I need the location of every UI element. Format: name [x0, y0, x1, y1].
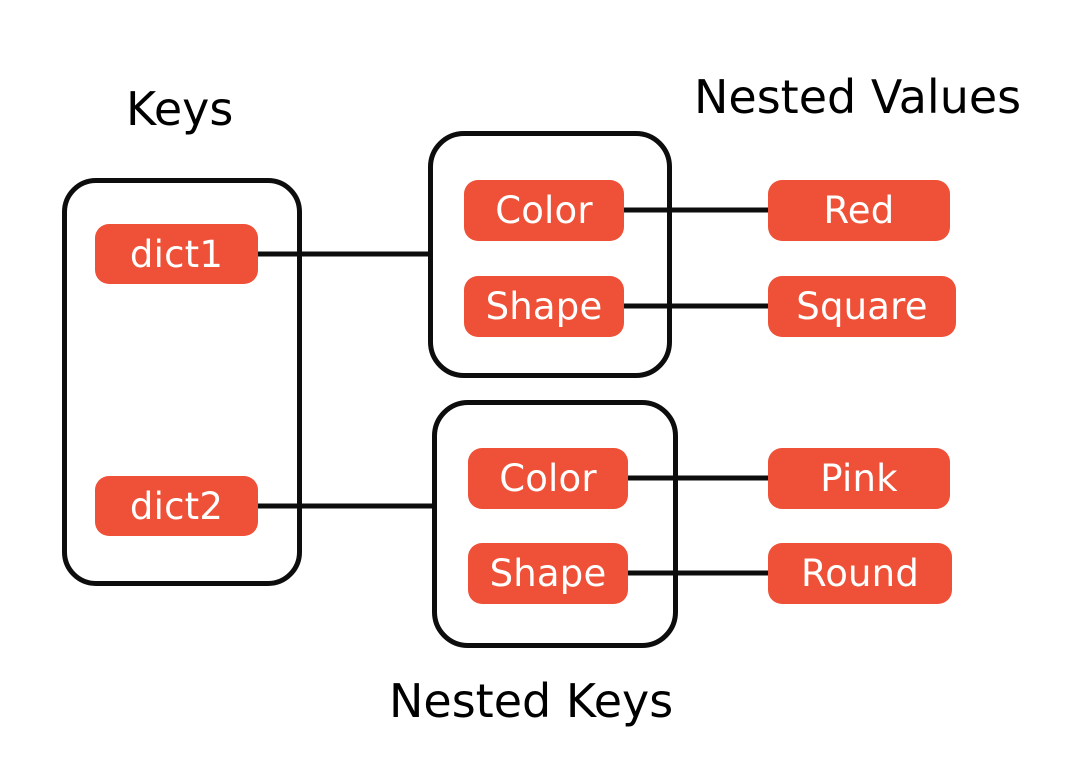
nested-keys-title: Nested Keys — [389, 674, 674, 728]
pill-nested-value-pink[interactable]: Pink — [768, 448, 950, 509]
keys-title: Keys — [126, 82, 234, 136]
nested-keys-container-dict1 — [428, 131, 672, 378]
pill-nested-value-red[interactable]: Red — [768, 180, 950, 241]
pill-key-dict2[interactable]: dict2 — [95, 476, 258, 536]
pill-nested-key-shape-dict1[interactable]: Shape — [464, 276, 624, 337]
keys-container — [62, 178, 302, 586]
pill-nested-value-round[interactable]: Round — [768, 543, 952, 604]
nested-values-title: Nested Values — [694, 70, 1022, 124]
pill-nested-key-color-dict2[interactable]: Color — [468, 448, 628, 509]
pill-key-dict1[interactable]: dict1 — [95, 224, 258, 284]
nested-keys-container-dict2 — [432, 400, 678, 648]
pill-nested-value-square[interactable]: Square — [768, 276, 956, 337]
pill-nested-key-shape-dict2[interactable]: Shape — [468, 543, 628, 604]
pill-nested-key-color-dict1[interactable]: Color — [464, 180, 624, 241]
